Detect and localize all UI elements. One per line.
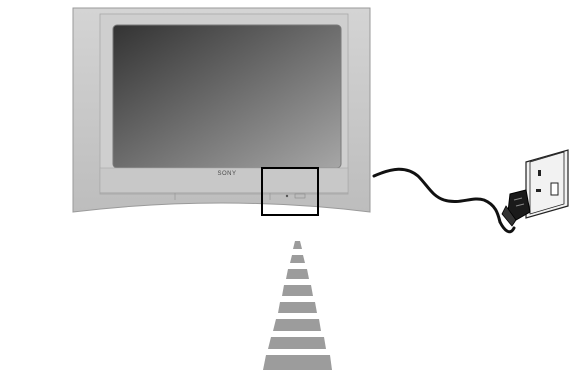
- plug-icon: [501, 189, 531, 227]
- tv-control-strip: [99, 167, 349, 195]
- signal-beam: [263, 241, 332, 370]
- tv-brand-logo: SONY: [217, 171, 237, 177]
- socket-plate: [525, 149, 569, 219]
- socket-switch-icon: [550, 182, 559, 196]
- power-button-icon: [294, 193, 306, 199]
- television: [72, 7, 371, 216]
- power-cable: [372, 167, 516, 234]
- power-switch-highlight: [261, 167, 319, 216]
- power-indicator-icon: [285, 194, 289, 198]
- tv-screen: [112, 24, 342, 169]
- wall-socket: [525, 149, 569, 219]
